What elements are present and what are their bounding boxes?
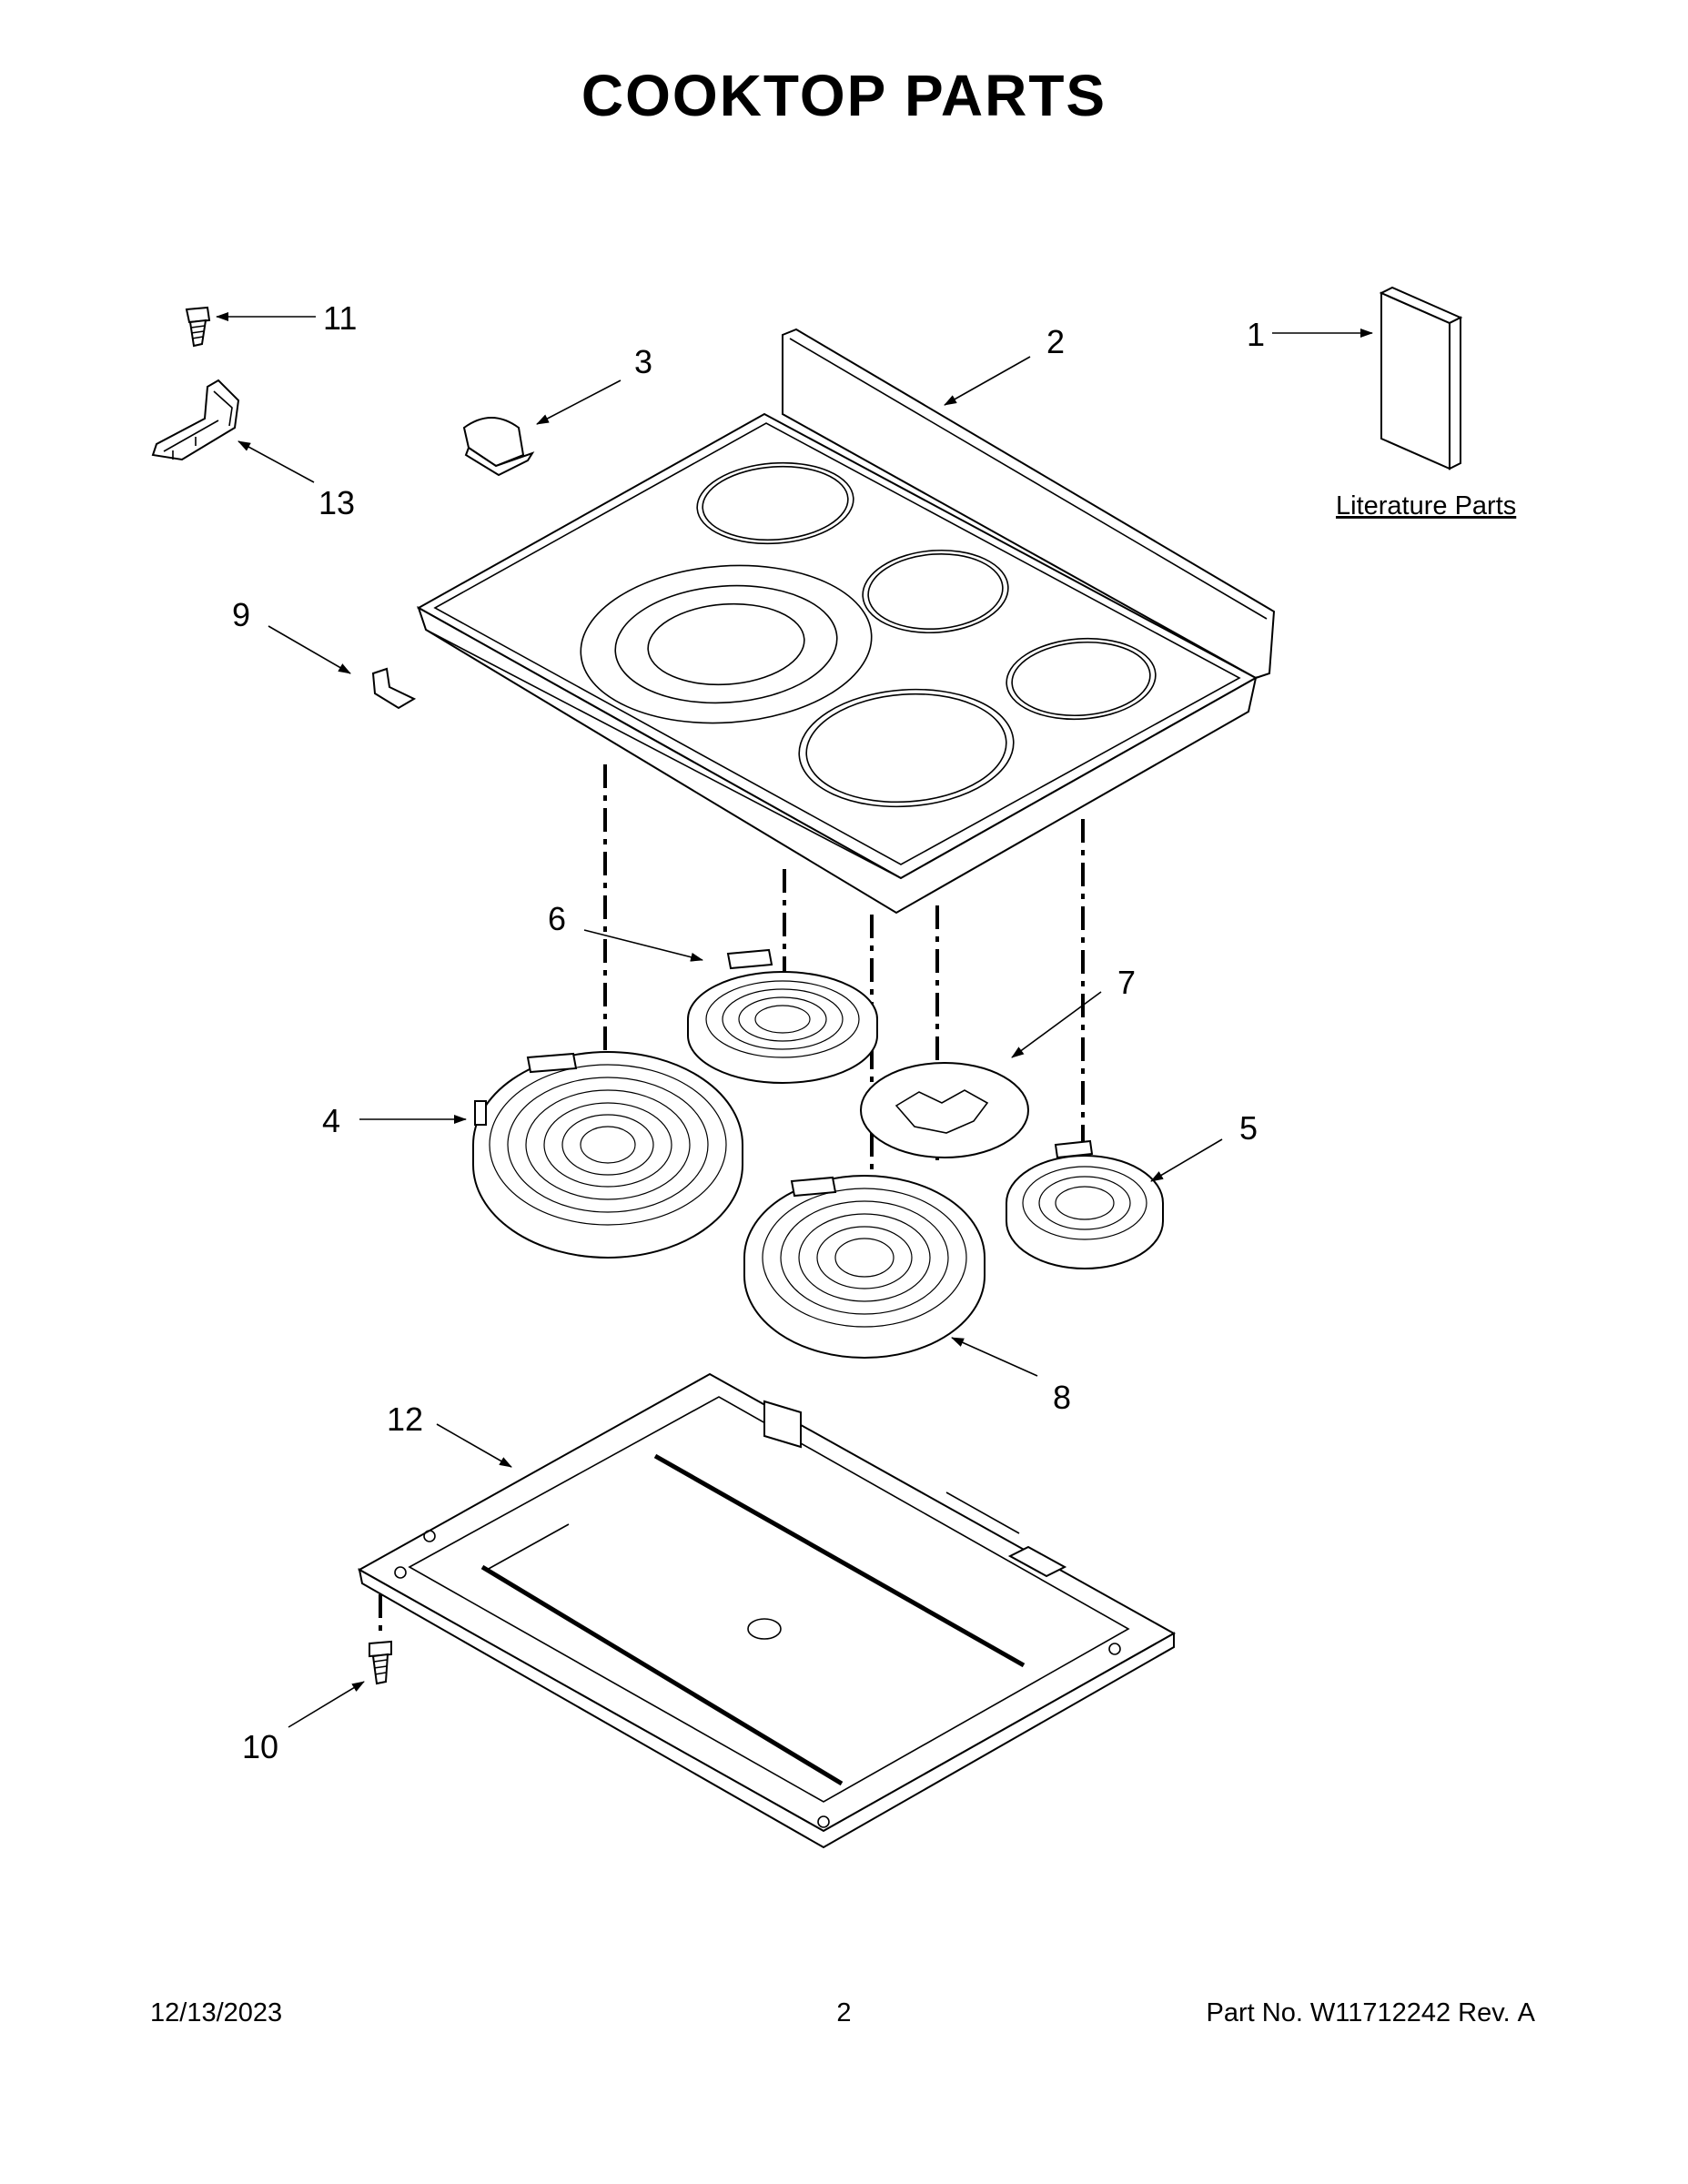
callout-2: 2 — [1046, 323, 1065, 360]
part-7-plate — [860, 1062, 1029, 1158]
literature-parts-box — [1379, 286, 1463, 470]
part-9-clip — [371, 667, 417, 710]
callout-5: 5 — [1239, 1109, 1258, 1147]
part-5-element — [1006, 1139, 1164, 1269]
page-title: COOKTOP PARTS — [581, 63, 1107, 128]
callout-1: 1 — [1247, 316, 1265, 353]
footer-page-number: 2 — [836, 1998, 852, 2027]
rev-label: Rev. — [1458, 1998, 1511, 2027]
part-6-element — [687, 948, 878, 1084]
part-12-burner-box — [357, 1372, 1177, 1849]
rev-value: A — [1517, 1998, 1535, 2027]
callout-11: 11 — [323, 299, 357, 337]
callout-13: 13 — [318, 484, 355, 521]
part-4-element — [472, 1051, 743, 1259]
cooktop-top-part — [416, 328, 1276, 915]
part-no-label: Part No. — [1206, 1998, 1303, 2027]
callout-12: 12 — [387, 1400, 423, 1438]
part-3-clip — [462, 417, 535, 477]
part-8-element — [743, 1175, 986, 1359]
footer-date: 12/13/2023 — [150, 1998, 283, 2027]
literature-parts-label: Literature Parts — [1336, 491, 1516, 521]
part-11-screw — [185, 306, 211, 348]
part-10-screw — [369, 1594, 392, 1685]
part-13-bracket — [151, 379, 240, 461]
callout-6: 6 — [548, 900, 566, 937]
callout-10: 10 — [242, 1728, 278, 1765]
callout-3: 3 — [634, 343, 652, 380]
part-number: W11712242 — [1309, 1998, 1451, 2027]
callout-9: 9 — [232, 596, 250, 633]
callout-8: 8 — [1053, 1379, 1071, 1416]
callout-arrows — [216, 312, 1373, 1728]
callout-4: 4 — [322, 1102, 340, 1139]
callout-7: 7 — [1117, 964, 1136, 1001]
